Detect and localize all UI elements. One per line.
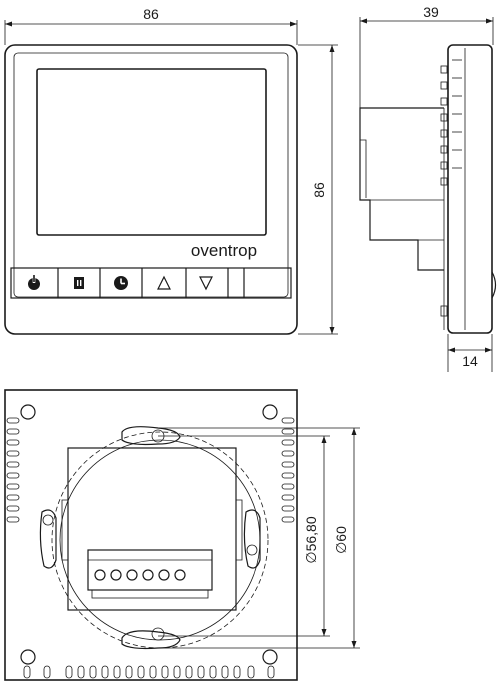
terminal-hole [126, 569, 138, 581]
mode-button[interactable] [59, 269, 99, 297]
side-front-depth-label: 14 [462, 353, 478, 369]
clock-icon [114, 276, 128, 290]
rear-inner-box [67, 447, 237, 611]
side-button-bump [491, 271, 497, 299]
mounting-lug-bottom [121, 627, 181, 650]
inner-diameter-label: ∅56,80 [303, 516, 319, 563]
rear-vents-left [6, 417, 20, 523]
side-depth-label: 39 [423, 4, 439, 20]
rear-housing-profile [359, 107, 444, 271]
rear-view: ∅56,80 ∅60 [4, 389, 360, 681]
terminal-hole [174, 569, 186, 581]
side-front-depth-dimension: 14 [447, 334, 493, 372]
button-strip [10, 267, 292, 299]
triangle-down-icon [199, 276, 213, 291]
diameter-dimensions: ∅56,80 ∅60 [158, 427, 360, 649]
corner-holes [20, 404, 278, 665]
side-view: 39 [359, 4, 497, 372]
mounting-lug-top [121, 426, 181, 446]
manual-mode-icon [74, 277, 84, 289]
terminal-block [87, 549, 213, 599]
up-button[interactable] [143, 269, 185, 297]
front-height-label: 86 [311, 182, 327, 198]
front-housing [4, 44, 298, 335]
power-icon [28, 274, 40, 290]
rear-plate [4, 389, 298, 681]
terminal-hole [158, 569, 170, 581]
down-button[interactable] [187, 269, 227, 297]
terminal-hole [110, 569, 122, 581]
mounting-lug-right [243, 509, 261, 569]
rear-vents-bottom [23, 665, 275, 679]
front-width-dimension: 86 [4, 6, 298, 45]
side-depth-dimension: 39 [359, 4, 494, 110]
front-view: 86 86 oventrop [4, 6, 338, 335]
triangle-up-icon [157, 275, 171, 290]
front-height-dimension: 86 [298, 44, 338, 335]
clock-button[interactable] [101, 269, 141, 297]
power-button[interactable] [12, 269, 57, 297]
side-clip-teeth [440, 65, 448, 317]
brand-logo: oventrop [191, 241, 257, 260]
outer-diameter-label: ∅60 [333, 526, 349, 554]
rear-vents-right [281, 417, 295, 523]
display-screen [36, 68, 267, 236]
terminal-hole [142, 569, 154, 581]
front-inner-frame [13, 52, 289, 298]
side-vent-slots [452, 59, 462, 169]
front-width-label: 86 [143, 6, 159, 22]
front-plate-profile [447, 44, 493, 334]
terminal-hole [94, 569, 106, 581]
mounting-lug-left [39, 509, 57, 569]
